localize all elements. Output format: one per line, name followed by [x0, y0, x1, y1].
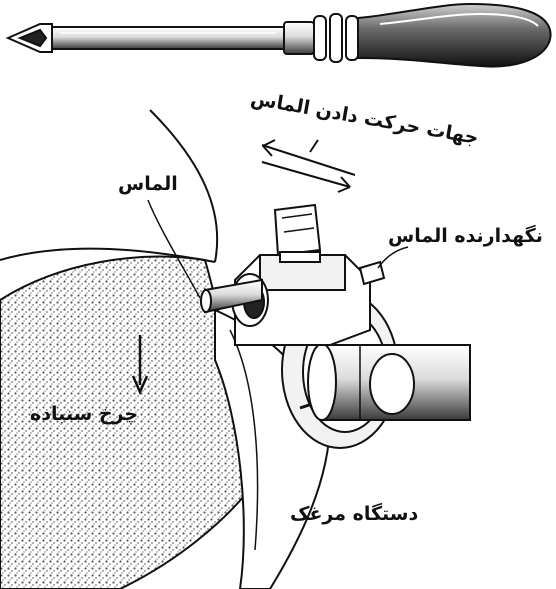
label-tailstock-device: دستگاه مرغک	[290, 502, 418, 525]
diamond-dresser-tool	[8, 4, 551, 67]
ferrule	[284, 22, 314, 54]
label-grinding-wheel: چرخ سنباده	[30, 403, 138, 425]
label-diamond-direction: جهات حرکت دادن الماس	[249, 87, 480, 149]
label-diamond: الماس	[118, 173, 178, 195]
direction-arrows	[262, 140, 355, 192]
dresser-handle	[358, 4, 551, 67]
dresser-shaft	[52, 27, 284, 49]
label-diamond-holder: نگهدارنده الماس	[388, 224, 543, 247]
